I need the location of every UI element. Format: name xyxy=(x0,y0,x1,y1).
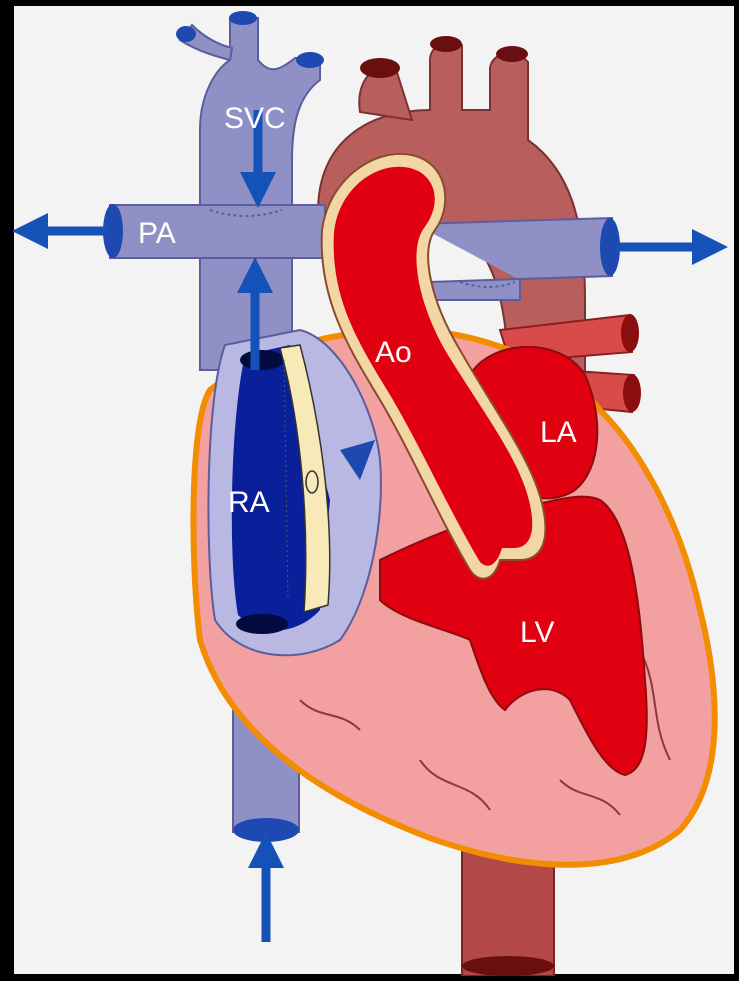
label-pa: PA xyxy=(138,217,176,250)
label-svc: SVC xyxy=(224,102,286,135)
label-ao: Ao xyxy=(375,336,412,369)
label-ra: RA xyxy=(228,486,270,519)
label-lv: LV xyxy=(520,616,554,649)
label-la: LA xyxy=(540,416,577,449)
